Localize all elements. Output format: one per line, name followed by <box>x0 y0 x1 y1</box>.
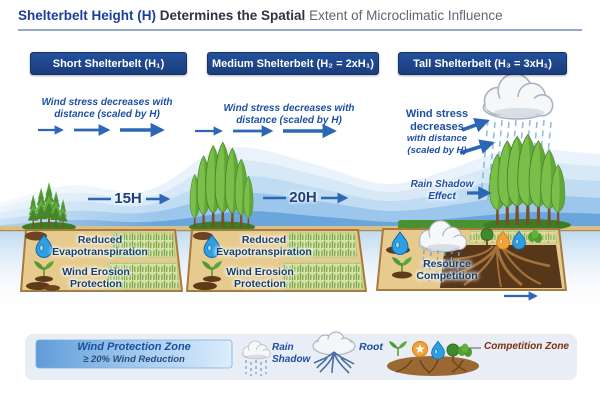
benefit-wind-erosion-protection: Wind Erosion Protection <box>62 266 130 290</box>
title-strong: Determines the Spatial <box>159 8 310 23</box>
legend-root-label: Root <box>359 341 383 353</box>
tall-shelterbelt-trees <box>483 134 571 231</box>
wind-protection-zone-swatch <box>35 339 233 369</box>
title-rest: Extent of Microclimatic Influence <box>309 8 503 23</box>
wind-protection-zone-label: Wind Protection Zone ≥ 20% Wind Reductio… <box>77 341 191 365</box>
wind-stress-label-medium: Wind stress decreases with distance (sca… <box>223 103 355 126</box>
benefit-reduced-evapotranspiration: Reduced Evapotranspiration <box>52 234 148 258</box>
soil-panel-short <box>20 229 183 292</box>
rain-shadow-effect-label: Rain Shadow Effect <box>410 179 474 202</box>
seedling-icon <box>202 261 222 282</box>
competition-icons <box>480 228 542 250</box>
distance-label-15h: 15H <box>114 190 142 207</box>
page-title: Shelterbelt Height (H) Determines the Sp… <box>18 8 503 23</box>
small-rain-streaks <box>421 249 460 283</box>
wind-stress-label-short: Wind stress decreases with distance (sca… <box>41 97 173 120</box>
star-circle-icon <box>411 340 429 358</box>
legend-rain-shadow-label: Rain Shadow <box>272 342 311 365</box>
distance-arrows <box>88 192 349 205</box>
legend-root-icon <box>312 331 356 374</box>
benefit-resource-competition: Resource Competition <box>416 258 478 282</box>
seedling-icon <box>392 257 412 279</box>
sprout-icon <box>389 341 407 356</box>
header-medium-shelterbelt: Medium Shelterbelt (H₂ = 2xH₁) <box>207 52 379 75</box>
legend <box>25 331 577 380</box>
soil-panel-medium <box>186 229 367 292</box>
legend-competition-zone-label: Competition Zone <box>484 341 569 352</box>
title-emphasis: Shelterbelt Height (H) <box>18 8 160 23</box>
soil-panel-tall <box>376 220 567 291</box>
benefit-reduced-evapotranspiration: Reduced Evapotranspiration <box>216 234 312 258</box>
legend-rain-streaks <box>245 360 267 376</box>
wind-arrows-tall <box>459 117 495 155</box>
rain-cloud-icon <box>482 73 554 120</box>
header-tall-shelterbelt: Tall Shelterbelt (H₃ = 3xH₁) <box>398 52 567 75</box>
benefit-wind-erosion-protection: Wind Erosion Protection <box>226 266 294 290</box>
title-underline <box>18 29 582 31</box>
legend-competition-icon <box>387 340 481 376</box>
seedling-icon <box>34 261 54 282</box>
distance-label-20h: 20H <box>289 189 317 206</box>
header-short-shelterbelt: Short Shelterbelt (H₁) <box>30 52 187 75</box>
wind-protection-zone-bands <box>0 140 600 230</box>
wind-stress-label-tall: Wind stress decreases with distance (sca… <box>405 108 469 156</box>
